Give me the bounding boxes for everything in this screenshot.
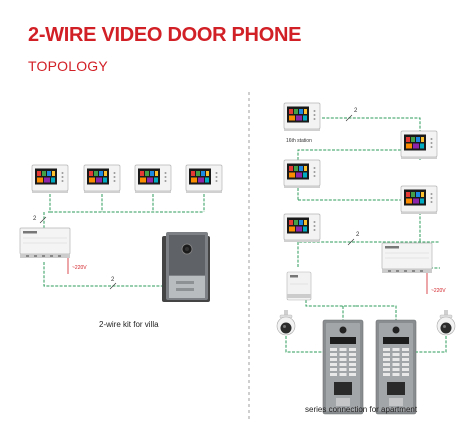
villa-monitor-4 [185,164,223,194]
villa-wire-label-2: 2 [111,277,115,283]
apartment-outdoor-panel-1 [322,319,364,415]
apartment-cameras [285,336,447,353]
villa-monitors [31,164,223,194]
villa-power-supply [19,227,71,259]
apartment-monitor-13 [400,185,438,215]
apartment-monitor-16th [283,102,321,132]
apartment-wire-label-1: 2 [354,108,358,114]
cctv-camera-left-icon [276,309,296,336]
villa-wire-label-1: 2 [33,216,37,222]
apartment-outdoor-panel-2 [375,319,417,415]
villa-monitor-3 [134,164,172,194]
station-label: 16th station [286,138,312,144]
apartment-monitor-15 [400,130,438,160]
cctv-camera-right-icon [436,309,456,336]
apartment-caption: series connection for apartment [305,405,418,414]
apartment-power-supply [381,242,433,274]
villa-outdoor-station [162,232,210,302]
apartment-distributor [286,271,312,301]
apartment-monitor-14 [283,159,321,189]
villa-caption: 2-wire kit for villa [99,320,159,329]
villa-wiring [43,194,205,287]
apartment-voltage-label: ~220V [431,288,446,294]
villa-monitor-2 [83,164,121,194]
villa-voltage-label: ~220V [72,265,87,271]
apartment-wire-label-2: 2 [356,232,360,238]
apartment-monitor-12 [283,213,321,243]
diagram-title: 2-WIRE VIDEO DOOR PHONE [28,24,302,46]
villa-monitor-1 [31,164,69,194]
diagram-subtitle: TOPOLOGY [28,58,108,74]
